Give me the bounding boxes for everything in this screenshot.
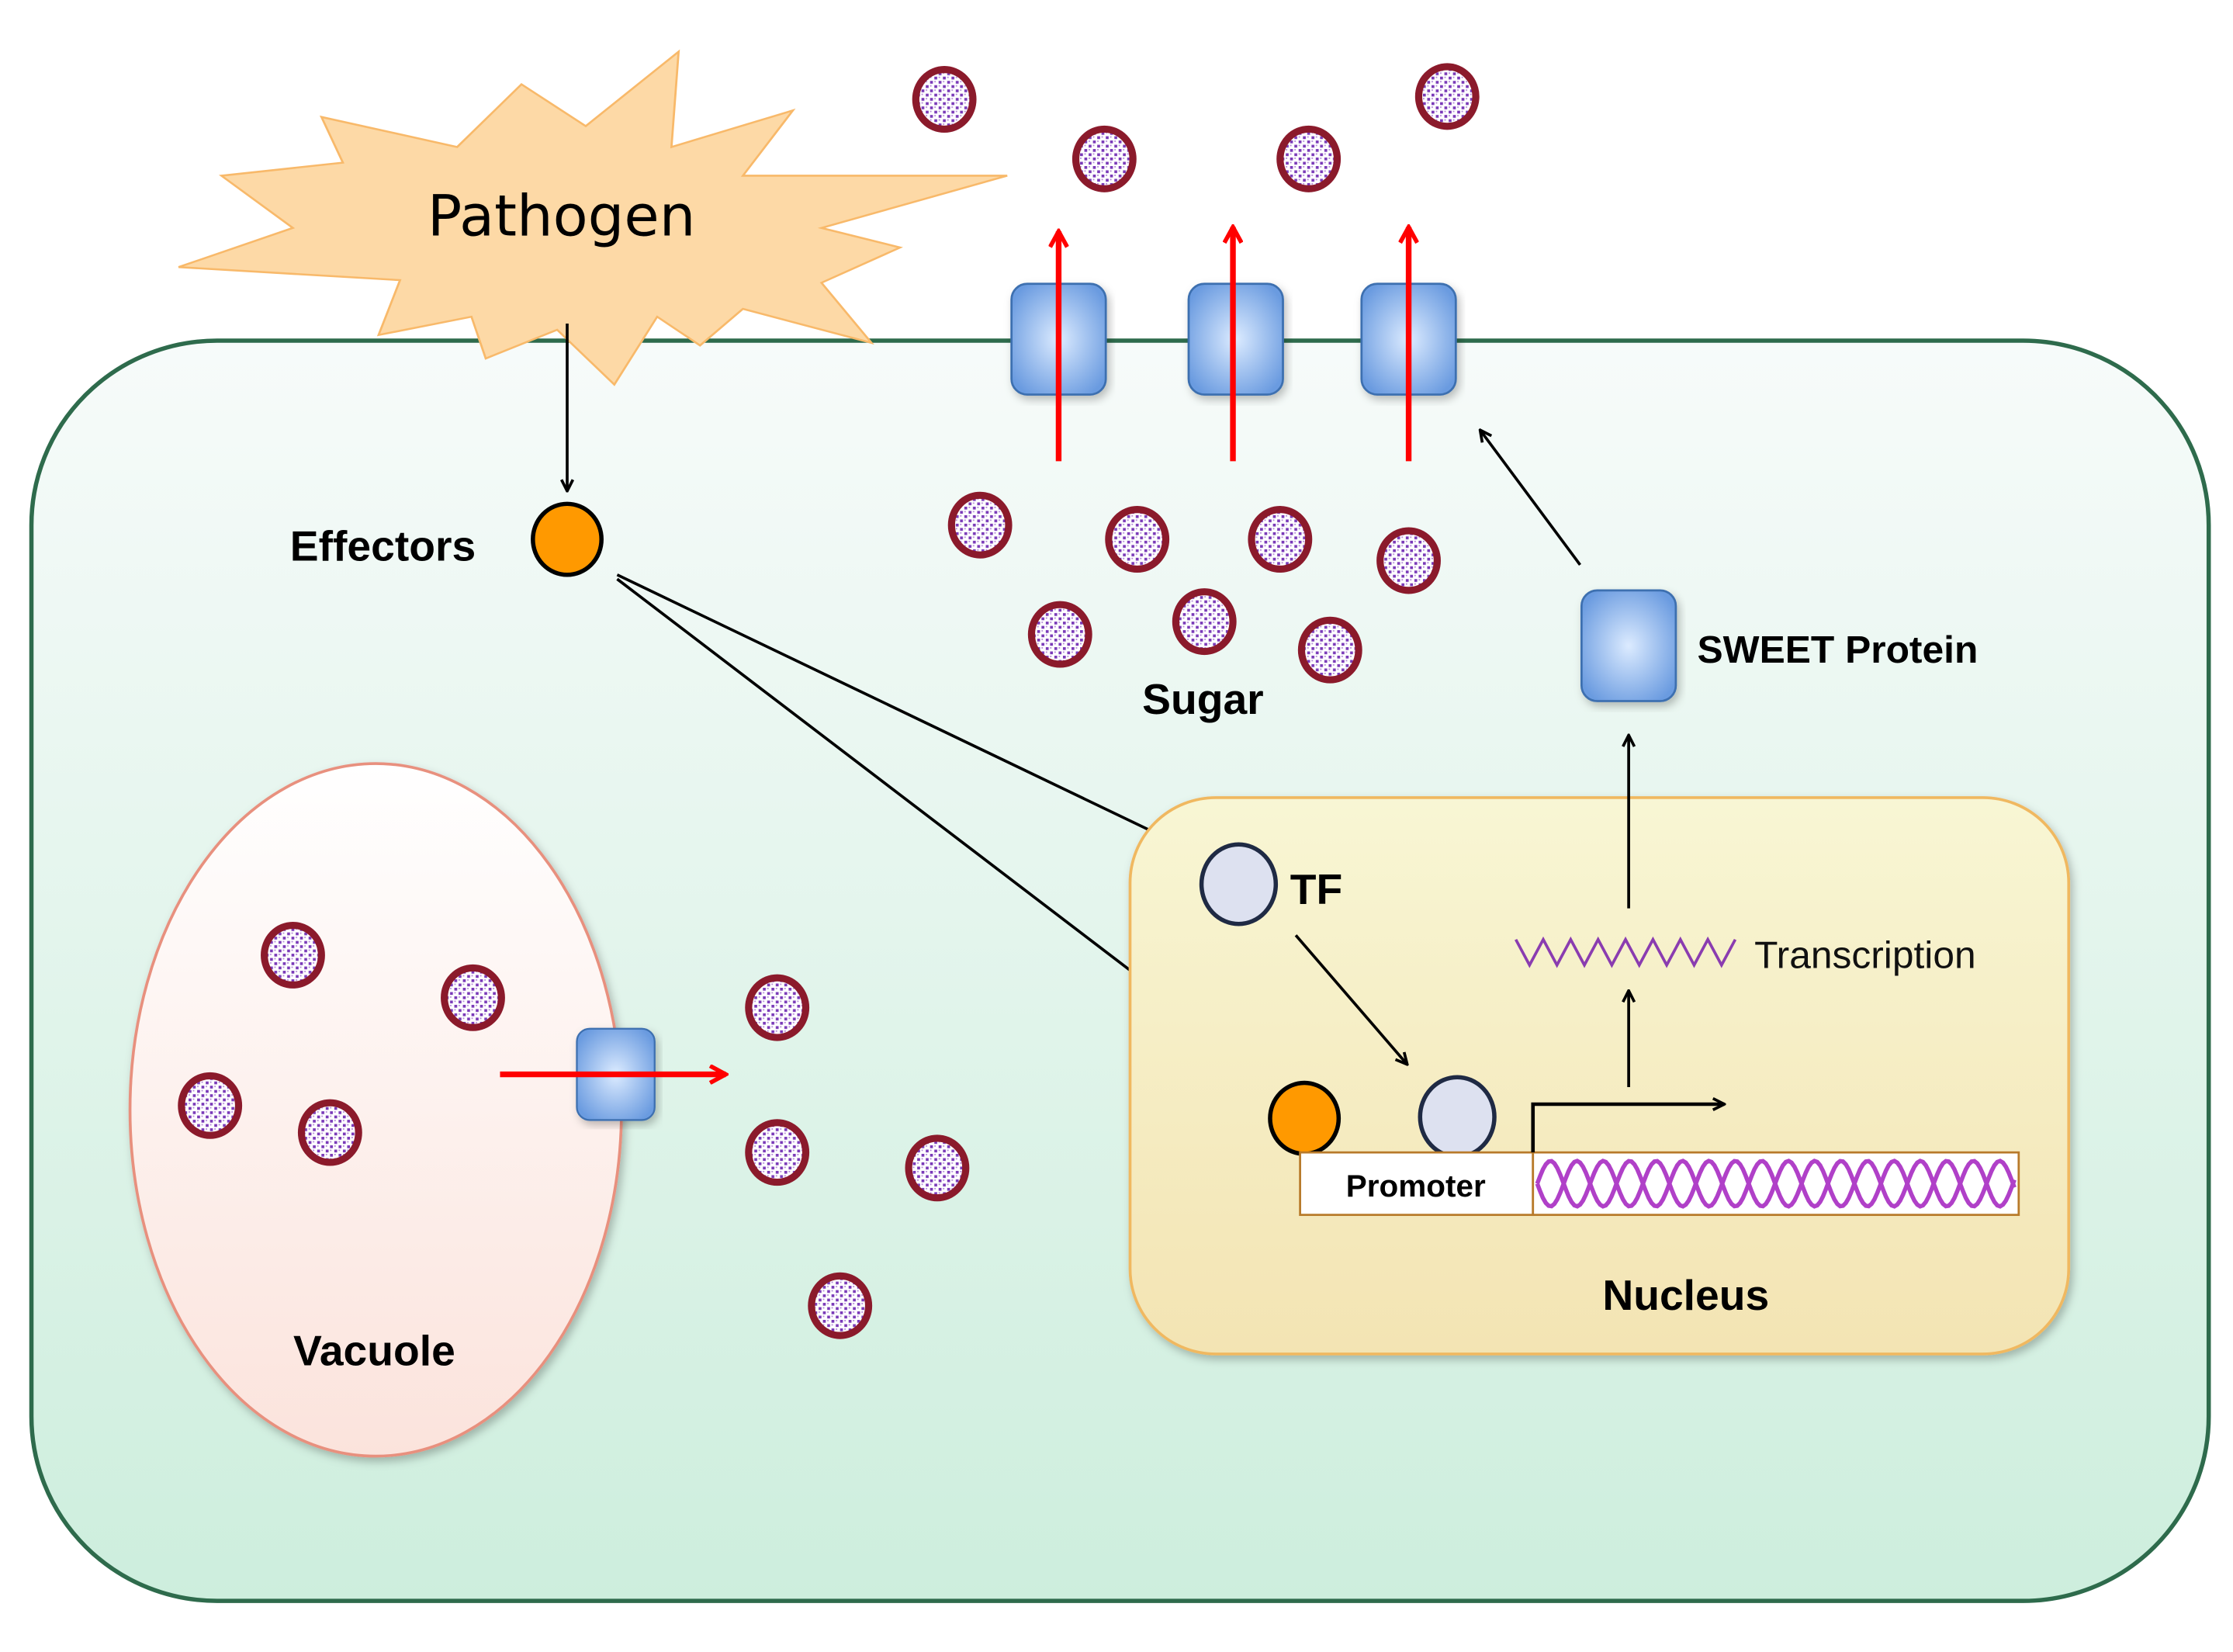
pathogen-starburst [178, 49, 1008, 386]
sugar-label: Sugar [1142, 675, 1264, 723]
pathogen-label: Pathogen [428, 184, 696, 250]
sugar-molecule [1172, 588, 1237, 656]
sugar-molecule [947, 491, 1013, 559]
sweet-protein [1580, 589, 1677, 702]
sugar-molecules-vacuole [178, 921, 505, 1166]
sweet-to-membrane-arrow [1480, 430, 1581, 566]
sugar-molecule [1027, 601, 1092, 668]
sugar-molecule [745, 974, 810, 1041]
nucleus-label: Nucleus [1602, 1271, 1769, 1319]
membrane-sweet-transporter [1187, 227, 1284, 462]
sugar-molecules [745, 63, 1480, 1339]
promoter-label: Promoter [1346, 1168, 1486, 1204]
vacuole: Vacuole [128, 762, 726, 1458]
sugar-molecule [261, 921, 325, 989]
sugar-molecule [441, 964, 505, 1031]
pathogen: Pathogen [178, 49, 1008, 386]
effector-molecule [531, 501, 604, 577]
vacuole-label: Vacuole [293, 1327, 455, 1375]
sugar-molecule [1105, 506, 1170, 573]
dna-double-helix [1535, 1158, 2017, 1209]
sugar-molecule [1071, 125, 1137, 192]
effectors-label: Effectors [290, 522, 476, 570]
sugar-molecule [905, 1134, 970, 1202]
sugar-molecule [178, 1072, 243, 1139]
sugar-molecule [745, 1119, 810, 1186]
tf-to-promoter-arrow [1294, 934, 1407, 1064]
membrane-sweet-transporter [1010, 231, 1107, 462]
membrane-sweet-transporter [1360, 227, 1457, 462]
transcription-factor [1199, 842, 1279, 926]
dna-strand [1535, 1158, 2017, 1209]
nucleus: Nucleus TF Promoter Transcription [1128, 735, 2071, 1356]
sugar-molecule [912, 66, 977, 133]
membrane-transporters [1010, 227, 1457, 462]
tf-label: TF [1290, 865, 1342, 913]
transcription-label: Transcription [1754, 933, 1975, 977]
sugar-molecule [1276, 125, 1342, 192]
mrna-wave [1515, 936, 1737, 968]
promoter-region [1299, 1151, 1535, 1217]
bound-effector [1268, 1080, 1342, 1156]
sugar-molecule [808, 1272, 873, 1339]
sugar-molecule [1376, 527, 1441, 594]
bound-transcription-factor [1418, 1075, 1497, 1159]
sugar-molecule [297, 1099, 362, 1166]
sweet-protein-label: SWEET Protein [1698, 628, 1979, 671]
sugar-molecule [1414, 63, 1480, 130]
sugar-molecule [1248, 506, 1313, 573]
sugar-molecule [1297, 616, 1362, 684]
effector-to-tf-arrow [616, 573, 1197, 853]
transcription-start-arrow [1531, 1104, 1725, 1153]
